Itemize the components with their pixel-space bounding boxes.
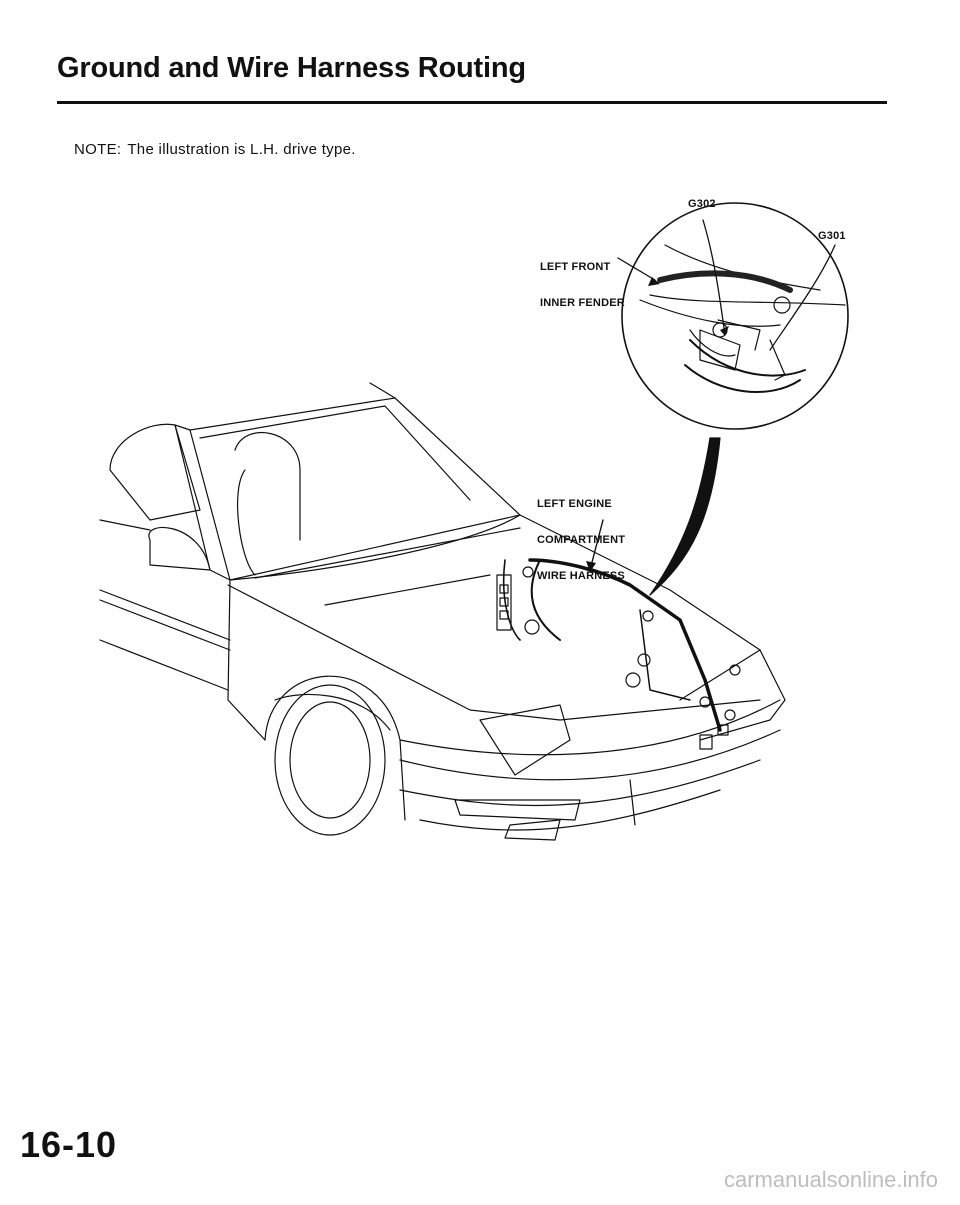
windshield-frame [189,397,521,581]
title-rule [57,101,887,104]
seat [109,423,201,521]
detail-pointer [649,437,721,596]
note-text: The illustration is L.H. drive type. [127,141,356,158]
watermark: carmanualsonline.info [723,1167,938,1192]
label-g301: G301 [818,230,846,242]
page-number: 16-10 [20,1124,118,1165]
label-left-front-inner-fender: LEFT FRONT INNER FENDER [540,261,625,309]
wire-harness [528,558,722,732]
front-wheel [274,684,386,836]
wheel-arch [264,675,406,821]
detail-circle [621,202,849,430]
hood [229,514,761,651]
note: NOTE: The illustration is L.H. drive type… [74,141,356,158]
label-g302: G302 [688,198,716,210]
note-label: NOTE: [74,141,122,158]
label-left-engine-wire-harness: LEFT ENGINE COMPARTMENT WIRE HARNESS [537,498,626,582]
page-title: Ground and Wire Harness Routing [57,52,526,84]
